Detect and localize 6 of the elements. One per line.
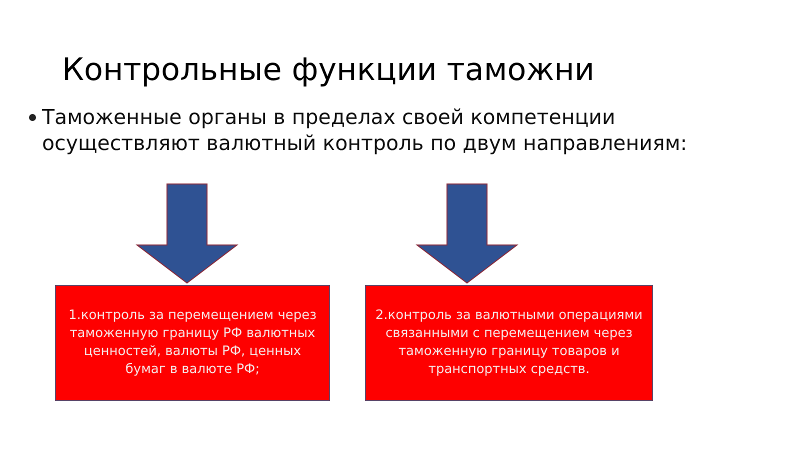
block-arrow [416,184,518,284]
process-box: 2.контроль за валютными операциями связанными с перемещением через таможенную границу товаров и транспортных средств. [365,285,653,401]
process-box: 1.контроль за перемещением через таможенную границу РФ валютных ценностей, валюты РФ, ценных бумаг в валюте РФ; [55,285,330,401]
bullet-text: Таможенные органы в пределах своей компетенции осуществляют валютный контроль по двум направлениям: [42,104,732,156]
slide-title: Контрольные функции таможни [62,51,595,90]
block-arrow [136,184,238,284]
